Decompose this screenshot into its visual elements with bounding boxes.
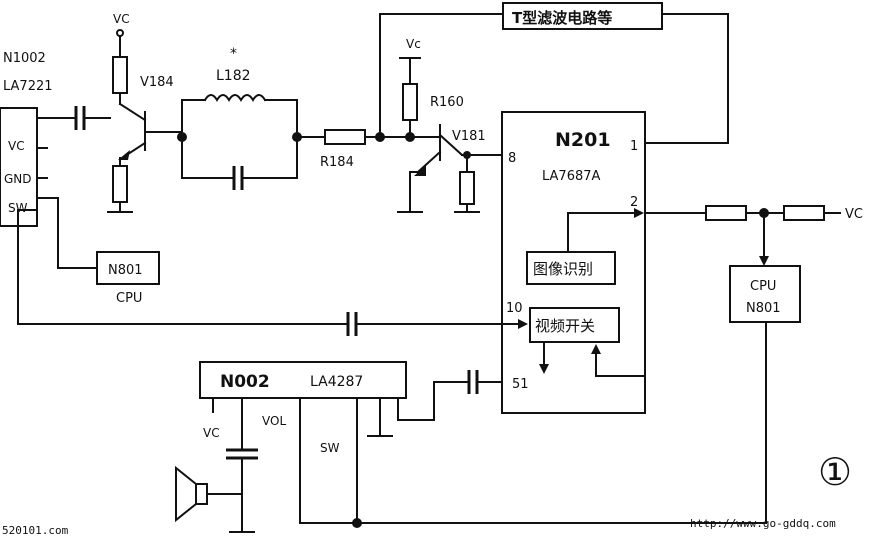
r184-label: R184 bbox=[320, 155, 354, 170]
l182-mark: * bbox=[230, 46, 237, 62]
n201-pin51: 51 bbox=[512, 377, 529, 392]
figure-number: ① bbox=[818, 450, 852, 494]
n1002-part: LA7221 bbox=[3, 79, 53, 94]
n1002-pin-gnd: GND bbox=[4, 172, 32, 186]
cpu-right-box bbox=[729, 265, 801, 323]
l182-label: L182 bbox=[216, 68, 251, 84]
cpu-right-bottom: N801 bbox=[746, 301, 781, 316]
resistor-r184 bbox=[324, 129, 366, 145]
t-filter-label: T型滤波电路等 bbox=[512, 9, 612, 27]
v184-label: V184 bbox=[140, 75, 174, 90]
n201-part: LA7687A bbox=[542, 169, 601, 184]
n201-ref: N201 bbox=[555, 129, 611, 151]
n801-box bbox=[96, 251, 160, 285]
watermark-left: 520101.com bbox=[2, 524, 69, 537]
n1002-ref: N1002 bbox=[3, 51, 46, 66]
n1002-pin-sw: SW bbox=[8, 201, 28, 215]
n002-box bbox=[199, 361, 407, 399]
watermark-right: http://www.go-gddq.com bbox=[690, 517, 836, 530]
v181-emitter bbox=[416, 150, 442, 174]
image-recognition-label: 图像识别 bbox=[533, 260, 593, 278]
video-switch-out-arrow bbox=[539, 364, 549, 374]
t-filter-box bbox=[502, 2, 663, 30]
resistor-v184-emitter bbox=[112, 165, 128, 203]
speaker-cone bbox=[175, 465, 197, 523]
vc-top-left-label: VC bbox=[113, 12, 130, 26]
cpu-right-top: CPU bbox=[750, 279, 776, 294]
video-switch-label: 视频开关 bbox=[535, 317, 595, 335]
n002-sw-label: SW bbox=[320, 441, 340, 455]
resistor-pin2-2 bbox=[783, 205, 825, 221]
n002-part: LA4287 bbox=[310, 374, 363, 390]
n002-vc-label: VC bbox=[203, 426, 220, 440]
speaker-body bbox=[195, 483, 208, 505]
wire-n1002-sw bbox=[17, 209, 347, 325]
n002-ref: N002 bbox=[220, 372, 270, 392]
n201-pin1: 1 bbox=[630, 139, 638, 154]
video-switch-box bbox=[529, 307, 620, 343]
v184-collector bbox=[118, 102, 147, 122]
wire-loop-left-down bbox=[181, 136, 233, 179]
arrow-to-cpu bbox=[759, 256, 769, 266]
n201-pin8: 8 bbox=[508, 151, 516, 166]
wire-feedback-to-video-switch bbox=[595, 349, 646, 377]
n1002-pin-vc: VC bbox=[8, 139, 25, 153]
resistor-pin2-1 bbox=[705, 205, 747, 221]
n801-label: N801 bbox=[108, 263, 143, 278]
r160-label: R160 bbox=[430, 95, 464, 110]
wire-loop-right-up bbox=[264, 99, 298, 138]
wire-n1002-to-n801 bbox=[36, 197, 98, 269]
wire-image-recognition-to-pin2 bbox=[567, 212, 641, 253]
vc-right-label: VC bbox=[845, 207, 863, 222]
vc-mid-label: Vc bbox=[406, 37, 421, 51]
resistor-r160 bbox=[402, 83, 418, 121]
resistor-v181-load bbox=[459, 171, 475, 205]
image-recognition-box bbox=[526, 251, 616, 285]
n1002-box bbox=[0, 107, 38, 227]
wire-loop-right-down bbox=[243, 136, 298, 179]
v181-collector bbox=[438, 133, 464, 157]
v181-emitter-arrow bbox=[414, 165, 426, 176]
wire-t-filter-to-n201-pin1 bbox=[644, 13, 729, 144]
wire-to-t-filter bbox=[379, 13, 504, 138]
arrow-to-pin2 bbox=[634, 208, 644, 218]
arrow-to-video-switch bbox=[518, 319, 528, 329]
wire-n002-to-cap51 bbox=[397, 381, 468, 421]
wire-v181-emitter-ground bbox=[409, 171, 419, 213]
wire-cpu-to-n002-sw bbox=[299, 321, 767, 524]
n801-cpu-label: CPU bbox=[116, 291, 142, 306]
v181-label: V181 bbox=[452, 129, 486, 144]
n201-pin10: 10 bbox=[506, 301, 523, 316]
wire-loop-left-up bbox=[181, 99, 206, 138]
resistor-v184-collector bbox=[112, 56, 128, 94]
n201-pin2: 2 bbox=[630, 195, 638, 210]
video-switch-in-arrow bbox=[591, 344, 601, 354]
inductor-l182 bbox=[203, 94, 267, 102]
n002-vol-label: VOL bbox=[262, 414, 286, 428]
